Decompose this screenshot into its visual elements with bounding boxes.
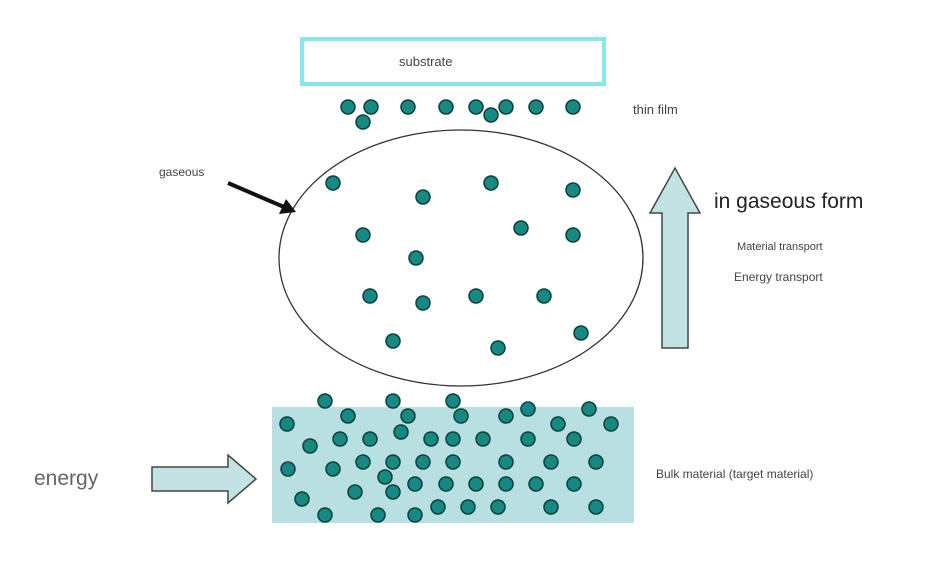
bulk-particle [543,499,559,515]
bulk-particle [445,454,461,470]
bulk-particle [498,408,514,424]
film-particle [438,99,454,115]
gas-particle [355,227,371,243]
gas-particle [325,175,341,191]
bulk-particle [438,476,454,492]
bulk-particle [279,416,295,432]
bulk-particle [385,393,401,409]
energy-arrow-right [151,453,258,505]
transport-arrow-up [648,166,702,349]
bulk-particle [347,484,363,500]
bulk-particle [490,499,506,515]
gas-particle [362,288,378,304]
bulk-particle [325,461,341,477]
bulk-particle [498,454,514,470]
gas-particle [573,325,589,341]
gas-particle [490,340,506,356]
bulk-particle [415,454,431,470]
gas-particle [483,175,499,191]
film-particle [565,99,581,115]
bulk-particle [528,476,544,492]
bulk-particle [302,438,318,454]
film-particle [483,107,499,123]
bulk-particle [550,416,566,432]
gaseous-pointer-arrow [227,181,296,214]
thin-film-label: thin film [633,102,678,117]
gas-particle [408,250,424,266]
gas-particle [513,220,529,236]
bulk-particle [340,408,356,424]
film-particle [400,99,416,115]
gaseous-label: gaseous [159,165,205,179]
bulk-particle [385,484,401,500]
bulk-particle [475,431,491,447]
bulk-particle [588,499,604,515]
gas-particle [536,288,552,304]
substrate-box [300,37,606,86]
bulk-particle [468,476,484,492]
bulk-particle [332,431,348,447]
gas-particle [385,333,401,349]
film-particle [528,99,544,115]
gas-particle [565,227,581,243]
bulk-particle [407,476,423,492]
bulk-particle [400,408,416,424]
film-particle [363,99,379,115]
bulk-particle [407,507,423,523]
particles-group [279,99,619,523]
bulk-particle [317,507,333,523]
substrate-label: substrate [399,54,453,69]
bulk-particle [566,431,582,447]
bulk-particle [370,507,386,523]
bulk-particle [445,393,461,409]
gaseous-form-label: in gaseous form [714,190,864,213]
bulk-particle [280,461,296,477]
film-particle [498,99,514,115]
film-particle [468,99,484,115]
bulk-particle [453,408,469,424]
bulk-particle [362,431,378,447]
bulk-particle [355,454,371,470]
energy-transport-label: Energy transport [734,270,823,284]
bulk-particle [445,431,461,447]
bulk-particle [566,476,582,492]
bulk-particle [581,401,597,417]
bulk-particle [430,499,446,515]
film-particle [340,99,356,115]
bulk-particle [393,424,409,440]
bulk-particle [460,499,476,515]
bulk-particle [317,393,333,409]
bulk-particle [385,454,401,470]
bulk-particle [603,416,619,432]
bulk-particle [294,491,310,507]
bulk-particle [520,431,536,447]
energy-label: energy [34,467,99,490]
gas-cloud-ellipse [278,129,644,387]
gas-particle [468,288,484,304]
film-particle [355,114,371,130]
material-transport-label: Material transport [737,241,823,253]
bulk-material-label: Bulk material (target material) [656,467,814,481]
bulk-particle [498,476,514,492]
bulk-particle [423,431,439,447]
gas-particle [415,189,431,205]
gas-particle [415,295,431,311]
bulk-particle [520,401,536,417]
bulk-particle [377,469,393,485]
bulk-particle [588,454,604,470]
gas-particle [565,182,581,198]
bulk-particle [543,454,559,470]
